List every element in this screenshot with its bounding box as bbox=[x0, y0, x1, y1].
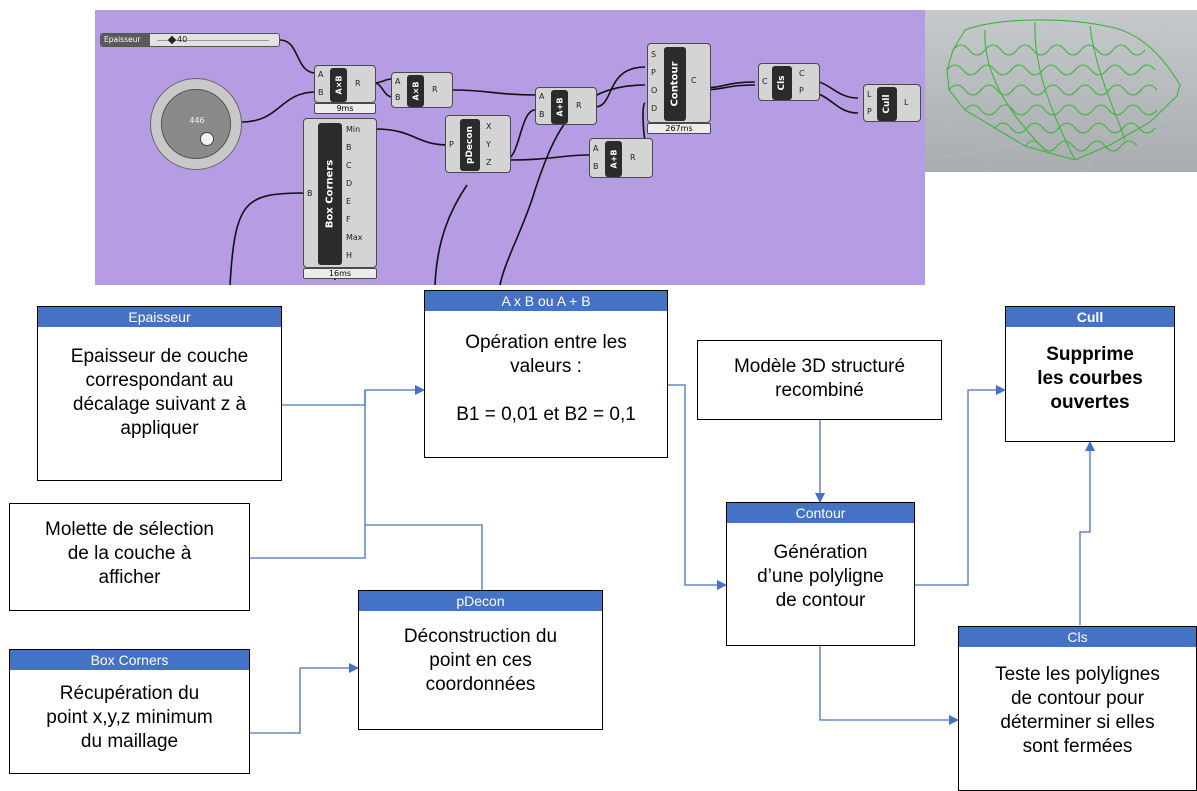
box-body: Epaisseur de couche correspondant au déc… bbox=[70, 346, 249, 439]
output-port-x: X bbox=[486, 122, 492, 131]
output-port-p: P bbox=[799, 86, 804, 95]
input-port-p: P bbox=[867, 107, 872, 116]
output-port-c: C bbox=[691, 76, 697, 85]
input-port-b: B bbox=[307, 189, 313, 198]
output-port-e: E bbox=[346, 197, 352, 206]
component-core: pDecon bbox=[460, 119, 480, 171]
component-time: 267ms bbox=[647, 123, 711, 134]
output-port-y: Y bbox=[486, 140, 491, 149]
multiply-component-1[interactable]: A B A×B R bbox=[314, 65, 376, 103]
box-header: pDecon bbox=[359, 591, 602, 611]
output-port-r: R bbox=[576, 101, 582, 110]
box-body: Génération d’une polyligne de contour bbox=[757, 542, 884, 611]
box-header: Cls bbox=[959, 627, 1196, 647]
input-port-b: B bbox=[318, 88, 324, 97]
input-port-a: A bbox=[539, 92, 545, 101]
output-port-f: F bbox=[346, 215, 351, 224]
component-core: Box Corners bbox=[318, 123, 342, 265]
add-component-2[interactable]: A B A+B R bbox=[589, 138, 653, 178]
epaisseur-box: Epaisseur Epaisseur de couche correspond… bbox=[37, 306, 282, 481]
cls-component[interactable]: C Cls C P bbox=[758, 63, 820, 101]
input-port-a: A bbox=[593, 144, 599, 153]
input-port-b: B bbox=[593, 162, 599, 171]
input-port-l: L bbox=[867, 90, 872, 99]
grasshopper-canvas: Epaisseur 40 446 A B A×B R 9ms A B bbox=[95, 10, 925, 285]
cull-box: Cull Supprime les courbes ouvertes bbox=[1005, 306, 1175, 442]
pdecon-box: pDecon Déconstruction du point en ces co… bbox=[358, 590, 603, 730]
contour-component[interactable]: S P O D Contour C bbox=[647, 43, 711, 123]
box-corners-box: Box Corners Récupération du point x,y,z … bbox=[9, 649, 250, 774]
component-core: A+B bbox=[605, 141, 622, 177]
box-header: Contour bbox=[727, 503, 914, 523]
box-header: A x B ou A + B bbox=[425, 291, 667, 311]
box-body: Supprime les courbes ouvertes bbox=[1037, 344, 1143, 413]
component-time: 16ms bbox=[303, 268, 377, 279]
output-port-max: Max bbox=[346, 233, 363, 242]
output-port-r: R bbox=[432, 85, 438, 94]
output-port-z: Z bbox=[486, 158, 492, 167]
component-core: Cls bbox=[772, 66, 792, 100]
output-port-h: H bbox=[346, 251, 353, 260]
dial-face: 446 bbox=[161, 89, 231, 159]
component-core: Contour bbox=[664, 47, 686, 121]
slider-value: 40 bbox=[177, 35, 188, 44]
slider-track bbox=[157, 40, 269, 41]
input-port-o: O bbox=[651, 86, 658, 95]
input-port-s: S bbox=[651, 50, 657, 59]
molette-box: Molette de sélection de la couche à affi… bbox=[9, 503, 250, 611]
dial-grip-icon[interactable] bbox=[200, 132, 214, 146]
input-port-b: B bbox=[395, 93, 401, 102]
input-port-a: A bbox=[395, 77, 401, 86]
dial-value: 446 bbox=[189, 116, 205, 125]
component-core: A+B bbox=[551, 90, 568, 124]
epaisseur-slider[interactable]: Epaisseur 40 bbox=[100, 33, 280, 47]
box-body: Déconstruction du point en ces coordonné… bbox=[403, 626, 558, 695]
box-body: Récupération du point x,y,z minimum du m… bbox=[46, 683, 213, 752]
layer-dial[interactable]: 446 bbox=[150, 78, 242, 170]
wire-layer bbox=[229, 39, 859, 285]
cls-box: Cls Teste les polylignes de contour pour… bbox=[958, 626, 1197, 791]
slider-name: Epaisseur bbox=[101, 34, 150, 46]
output-port-min: Min bbox=[346, 125, 361, 134]
contour-box: Contour Génération d’une polyligne de co… bbox=[726, 502, 915, 646]
cull-component[interactable]: L P Cull L bbox=[863, 84, 921, 122]
input-port-c: C bbox=[762, 77, 768, 86]
output-port-c: C bbox=[346, 161, 352, 170]
add-component-1[interactable]: A B A+B R bbox=[535, 87, 597, 125]
box-body: Molette de sélection de la couche à affi… bbox=[45, 519, 214, 588]
modele-box: Modèle 3D structuré recombiné bbox=[697, 340, 942, 420]
component-core: A×B bbox=[407, 75, 424, 107]
component-core: A×B bbox=[330, 68, 347, 102]
output-port-d: D bbox=[346, 179, 353, 188]
pdecon-component[interactable]: P pDecon X Y Z bbox=[445, 115, 511, 173]
input-port-d: D bbox=[651, 104, 658, 113]
output-port-r: R bbox=[630, 153, 636, 162]
input-port-a: A bbox=[318, 70, 324, 79]
box-body: Teste les polylignes de contour pour dét… bbox=[995, 664, 1160, 757]
box-header: Box Corners bbox=[10, 650, 249, 670]
operation-box: A x B ou A + B Opération entre les valeu… bbox=[424, 290, 668, 458]
contour-mesh-render bbox=[925, 10, 1197, 172]
component-core: Cull bbox=[877, 87, 897, 121]
input-port-p: P bbox=[449, 140, 454, 149]
output-port-b: B bbox=[346, 143, 352, 152]
box-corners-component[interactable]: B Box Corners Min B C D E F Max H bbox=[303, 118, 377, 268]
input-port-p: P bbox=[651, 68, 656, 77]
box-body: Modèle 3D structuré recombiné bbox=[733, 356, 906, 401]
box-header: Epaisseur bbox=[38, 307, 281, 327]
component-time: 9ms bbox=[314, 103, 376, 114]
input-port-b: B bbox=[539, 110, 545, 119]
box-body: Opération entre les valeurs : B1 = 0,01 … bbox=[456, 332, 636, 425]
output-port-l: L bbox=[904, 98, 909, 107]
multiply-component-2[interactable]: A B A×B R bbox=[391, 72, 453, 108]
rhino-viewport bbox=[925, 10, 1197, 172]
output-port-c: C bbox=[799, 69, 805, 78]
box-header: Cull bbox=[1006, 307, 1174, 327]
output-port-r: R bbox=[355, 79, 361, 88]
